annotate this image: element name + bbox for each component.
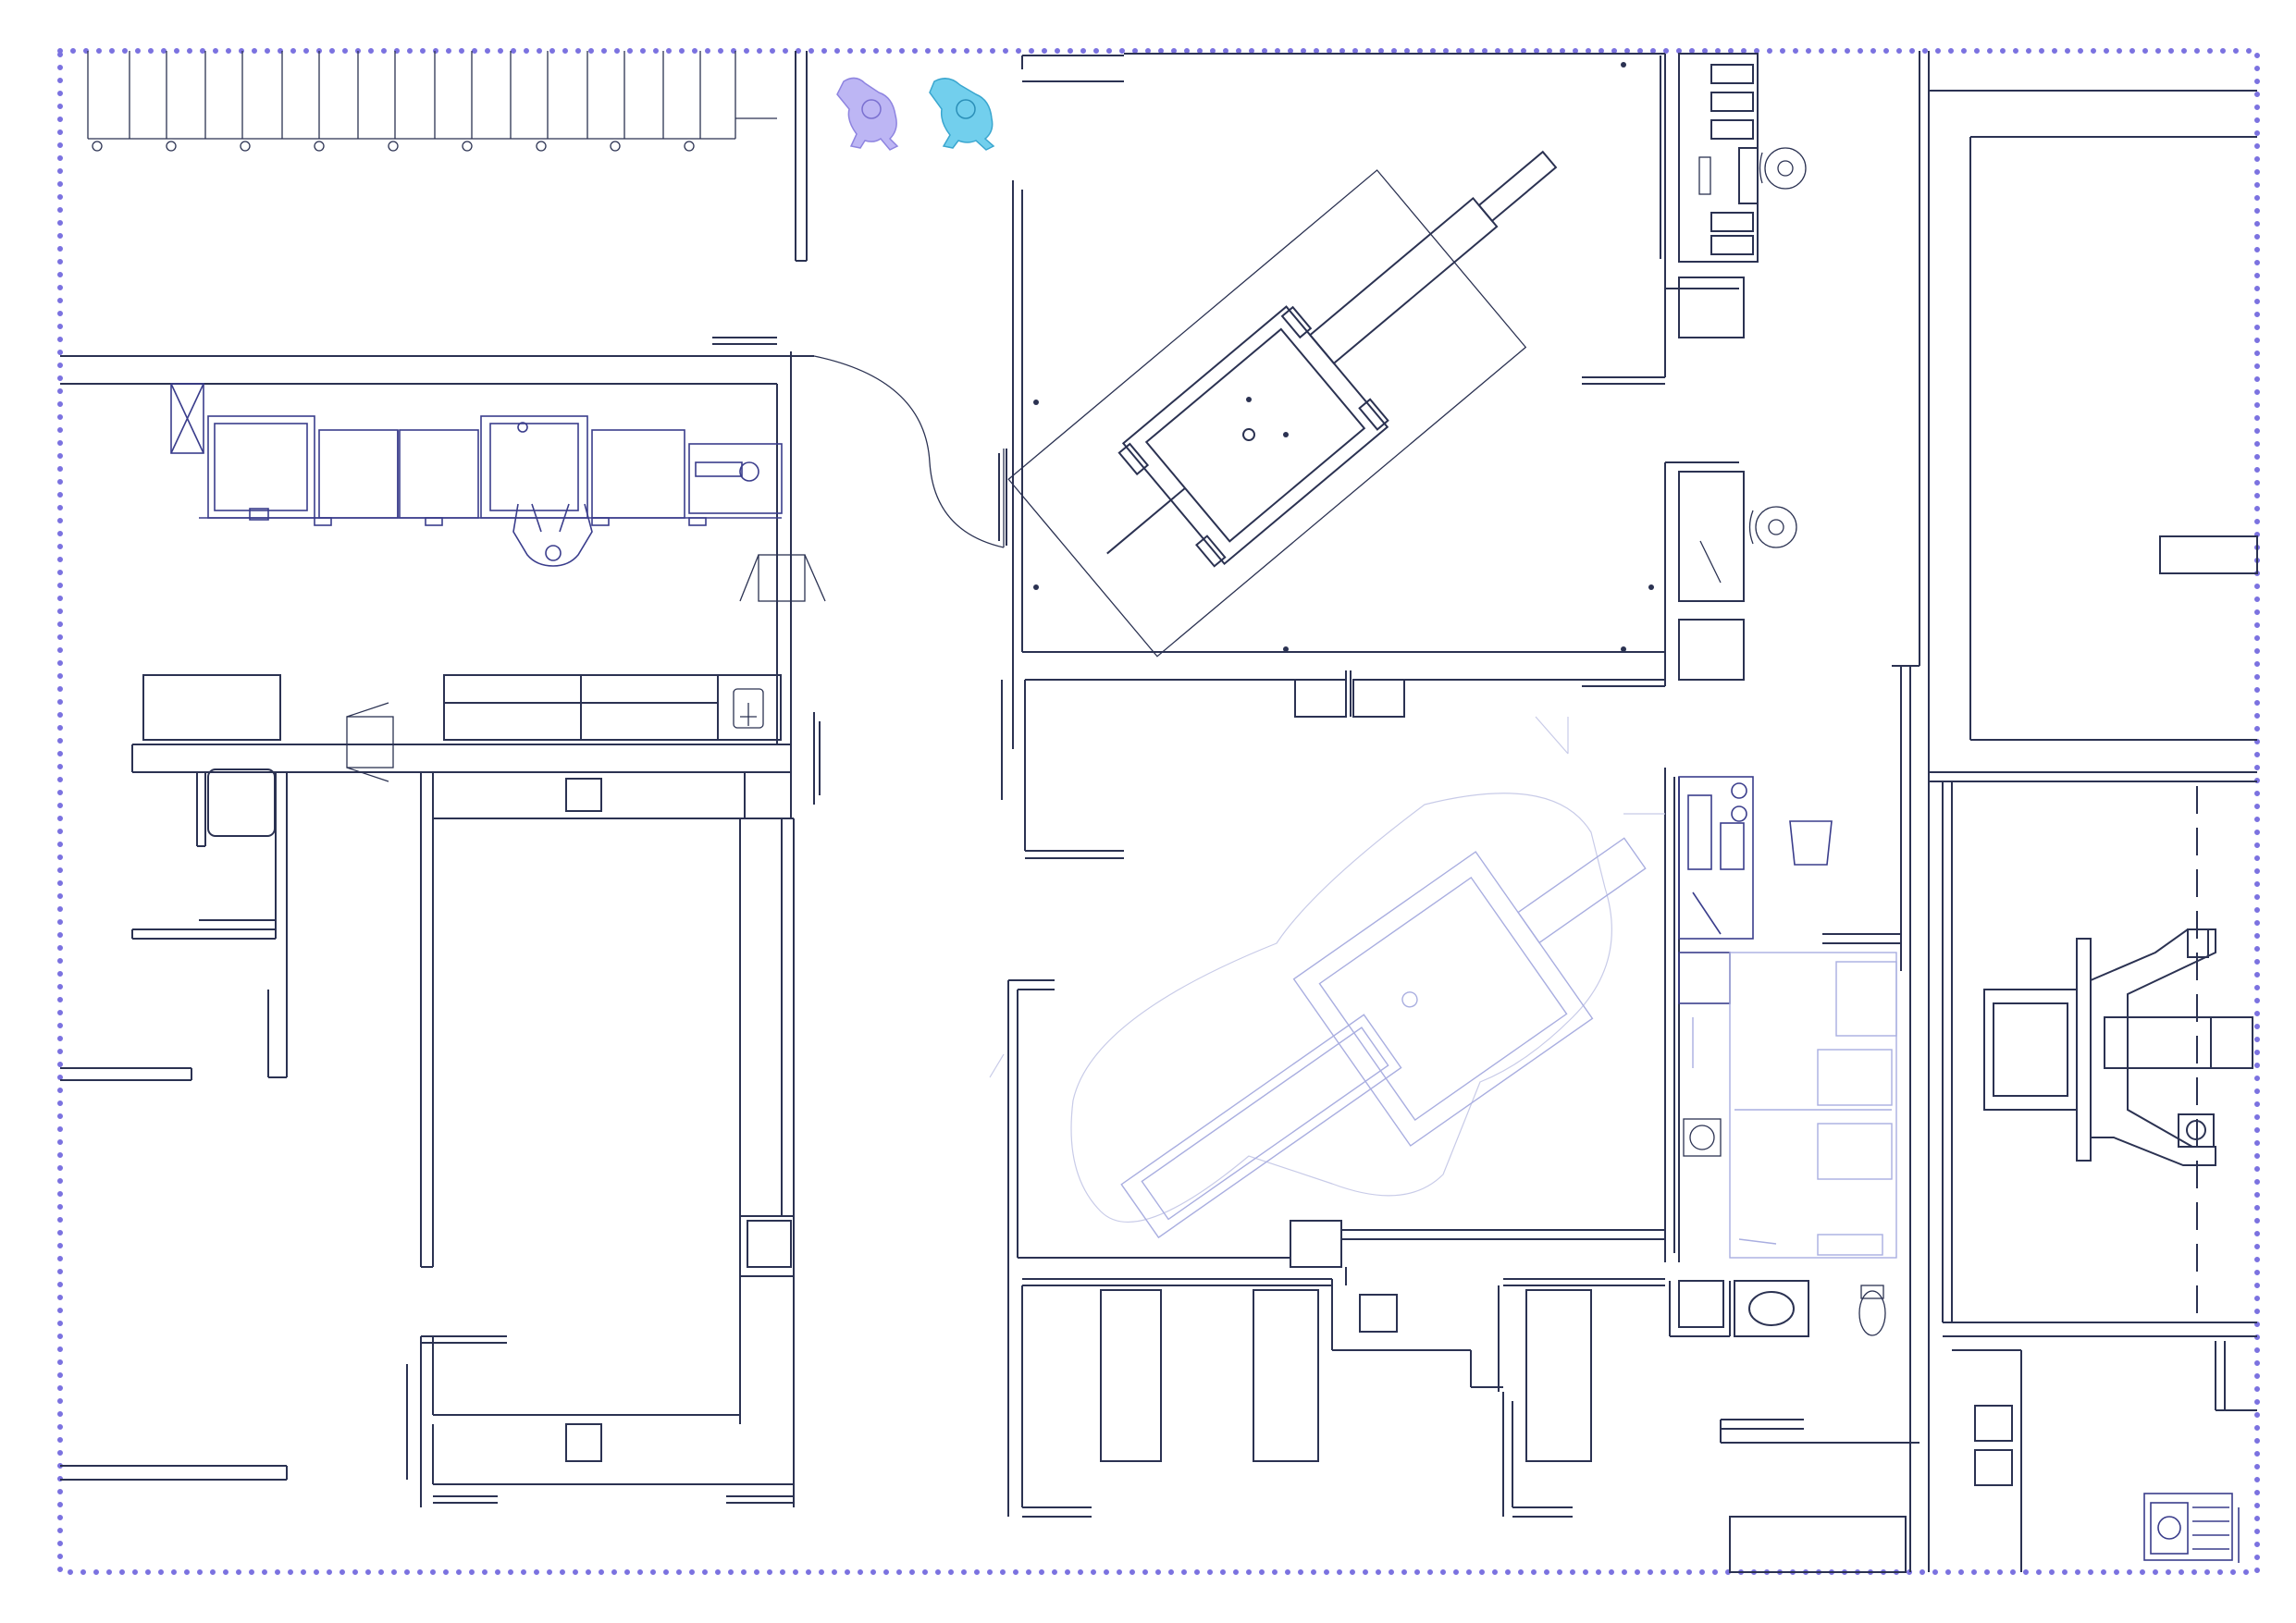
- scanner-gantry: [1007, 150, 1558, 658]
- toilet-icon: [1858, 1285, 1886, 1336]
- bottom-central-walls: [1007, 1276, 1920, 1573]
- right-wing-equipment: [1983, 928, 2253, 1166]
- left-lower-walls: [60, 712, 821, 1507]
- ghost-scanner-gantry: [1120, 837, 1647, 1239]
- scanner-room-walls: [998, 53, 1666, 859]
- right-wing-walls: [1929, 90, 2258, 1572]
- seated-person-icon: [1699, 506, 1797, 584]
- robot-arm-icon: [512, 503, 593, 567]
- scanner-floor-dots: [1033, 62, 1654, 652]
- office-chair-row: [92, 141, 695, 152]
- left-block-walls: [60, 51, 814, 773]
- lower-central-walls: [1007, 768, 1680, 1285]
- standing-person-lavender-icon: [836, 77, 899, 151]
- desk-area: [1660, 53, 1759, 681]
- seated-person-icon: [1698, 147, 1807, 195]
- site-boundary: [57, 48, 2260, 1575]
- cabinet-room-walls: [1822, 51, 1930, 1572]
- generator-unit: [2143, 1493, 2240, 1563]
- ghost-scanner-outline: [989, 716, 1665, 1223]
- stool: [346, 554, 826, 782]
- swing-door: [813, 355, 1005, 548]
- control-room: [1678, 776, 1833, 1004]
- workstation-row: [87, 51, 777, 140]
- bench-cabinets: [142, 674, 782, 741]
- sink-icon: [733, 688, 764, 729]
- instrument-bench: [170, 383, 783, 526]
- round-fixture: [1683, 1118, 1722, 1157]
- cabinet-room: [1692, 952, 1897, 1259]
- standing-person-cyan-icon: [929, 78, 995, 151]
